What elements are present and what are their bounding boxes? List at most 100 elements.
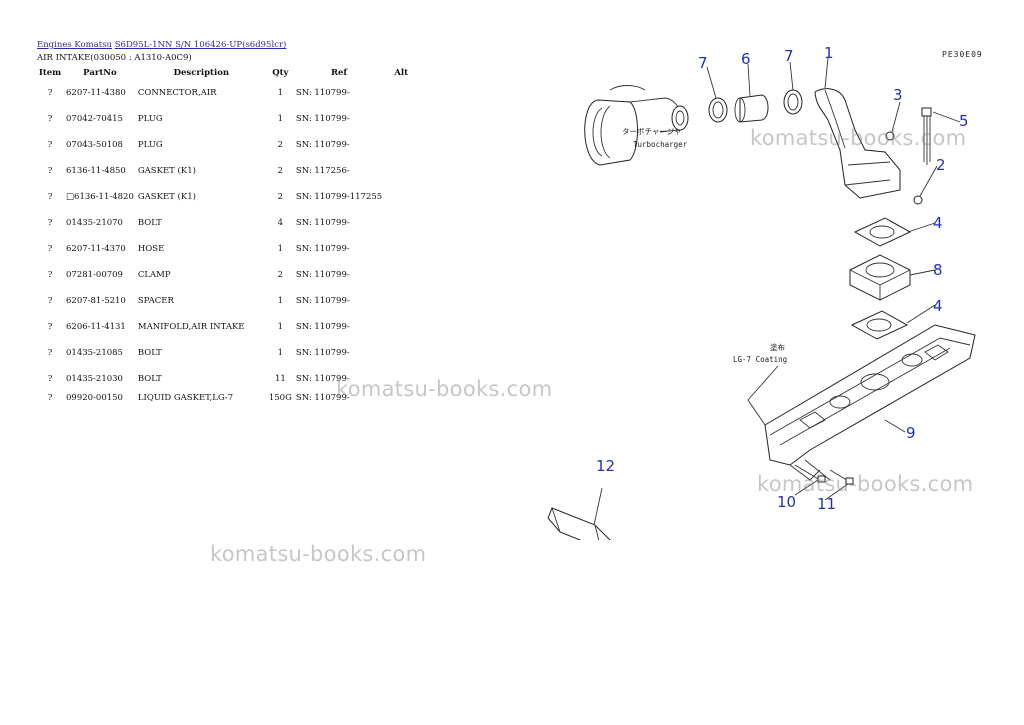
cell-alt	[384, 132, 418, 158]
cell-qty: 2	[277, 270, 284, 280]
cell-description: PLUG	[137, 114, 163, 124]
table-row: ? 6207-81-5210 SPACER 1 SN: 110799-	[36, 288, 418, 314]
clamp-left-drawing	[708, 97, 728, 123]
callout-11: 11	[817, 495, 836, 513]
table-row: ? 6207-11-4370 HOSE 1 SN: 110799-	[36, 236, 418, 262]
table-row: ? 09920-00150 LIQUID GASKET,LG-7 150G SN…	[36, 392, 418, 409]
table-row: ? 6207-11-4380 CONNECTOR,AIR 1 SN: 11079…	[36, 80, 418, 106]
cell-alt	[384, 288, 418, 314]
table-row: ? 01435-21070 BOLT 4 SN: 110799-	[36, 210, 418, 236]
cell-qty: 1	[277, 296, 284, 306]
table-row: ? 01435-21085 BOLT 1 SN: 110799-	[36, 340, 418, 366]
cell-ref: SN: 117256-	[295, 166, 350, 176]
callout-5: 5	[959, 112, 969, 130]
cell-description: LIQUID GASKET,LG-7	[137, 393, 234, 403]
cell-ref: SN: 110799-	[295, 270, 350, 280]
gasket-bottom-drawing	[850, 310, 909, 340]
turbocharger-drawing	[584, 85, 689, 166]
cell-part-no: 01435-21030	[66, 374, 123, 384]
header-part-no: PartNo	[83, 68, 117, 78]
watermark: komatsu-books.com	[210, 542, 427, 566]
cell-description: CONNECTOR,AIR	[137, 88, 217, 98]
cell-description: GASKET (K1)	[137, 166, 196, 176]
cell-part-no: 07281-00709	[66, 270, 123, 280]
cell-alt	[384, 106, 418, 132]
cell-alt	[384, 158, 418, 184]
cell-part-no: 6206-11-4131	[66, 322, 126, 332]
cell-alt	[384, 210, 418, 236]
clamp-right-drawing	[783, 89, 803, 115]
cell-part-no: 6207-81-5210	[66, 296, 126, 306]
section-title: AIR INTAKE(030050 : A1310-A0C9)	[37, 53, 192, 63]
callout-2: 2	[936, 156, 946, 174]
cell-part-no: 09920-00150	[66, 393, 123, 403]
cell-alt	[384, 236, 418, 262]
cell-qty: 4	[277, 218, 284, 228]
header-alt: Alt	[394, 68, 409, 78]
table-row: ? 6136-11-4850 GASKET (K1) 2 SN: 117256-	[36, 158, 418, 184]
cell-ref: SN: 110799-	[295, 218, 350, 228]
header-ref: Ref	[330, 68, 348, 78]
cell-alt	[384, 80, 418, 106]
watermark: komatsu-books.com	[750, 126, 967, 150]
cell-item: ?	[47, 374, 53, 384]
cell-part-no: □6136-11-4820	[66, 192, 134, 202]
cell-part-no: 01435-21070	[66, 218, 123, 228]
cell-qty: 2	[277, 140, 284, 150]
breadcrumb-link-model[interactable]: S6D95L-1NN S/N 106426-UP(s6d95lcr)	[114, 40, 287, 50]
cell-ref: SN: 110799-	[295, 322, 350, 332]
cell-ref: SN: 110799-	[295, 393, 350, 403]
gasket-top-drawing	[853, 217, 912, 247]
table-row: ? 07043-50108 PLUG 2 SN: 110799-	[36, 132, 418, 158]
cell-qty: 1	[277, 244, 284, 254]
cell-item: ?	[47, 348, 53, 358]
cell-item: ?	[47, 322, 53, 332]
callout-10: 10	[777, 493, 796, 511]
cell-part-no: 07043-50108	[66, 140, 123, 150]
callout-4-top: 4	[933, 214, 943, 232]
table-row: ? □6136-11-4820 GASKET (K1) 2 SN: 110799…	[36, 184, 418, 210]
cell-ref: SN: 110799-	[295, 88, 350, 98]
intake-manifold-drawing	[764, 324, 976, 481]
cell-item: ?	[47, 140, 53, 150]
table-row: ? 01435-21030 BOLT 11 SN: 110799-	[36, 366, 418, 392]
leader-lines	[593, 57, 961, 526]
table-header-row: Item PartNo Description Qty Ref Alt	[36, 66, 418, 80]
coating-label: LG-7 Coating	[733, 355, 787, 364]
bolt-top-drawing	[921, 107, 932, 165]
cell-alt	[384, 314, 418, 340]
callout-4-bottom: 4	[933, 297, 943, 315]
cell-description: PLUG	[137, 140, 163, 150]
cell-item: ?	[47, 218, 53, 228]
watermark: komatsu-books.com	[757, 472, 974, 496]
cell-ref: SN: 110799-	[295, 244, 350, 254]
watermark: komatsu-books.com	[336, 377, 553, 401]
header-qty: Qty	[272, 68, 289, 78]
spacer-drawing	[849, 254, 911, 301]
cell-ref: SN: 110799-117255	[295, 192, 383, 202]
coating-label-jp: 塗布	[770, 342, 785, 352]
cell-description: HOSE	[137, 244, 165, 254]
cell-part-no: 6207-11-4380	[66, 88, 126, 98]
cell-qty: 11	[274, 374, 286, 384]
callout-7-right: 7	[784, 47, 794, 65]
cell-qty: 2	[277, 166, 284, 176]
breadcrumb-link-engines[interactable]: Engines Komatsu	[37, 40, 113, 50]
cell-ref: SN: 110799-	[295, 114, 350, 124]
cell-alt	[384, 340, 418, 366]
callout-7-left: 7	[698, 54, 708, 72]
header-item: Item	[38, 68, 62, 78]
cell-qty: 1	[277, 348, 284, 358]
hose-drawing	[734, 94, 769, 123]
cell-item: ?	[47, 270, 53, 280]
cell-item: ?	[47, 296, 53, 306]
table-row: ? 07281-00709 CLAMP 2 SN: 110799-	[36, 262, 418, 288]
cell-description: GASKET (K1)	[137, 192, 196, 202]
cell-description: CLAMP	[137, 270, 171, 280]
cell-alt	[384, 184, 418, 210]
breadcrumb: Engines Komatsu S6D95L-1NN S/N 106426-UP…	[37, 40, 286, 50]
table-row: ? 6206-11-4131 MANIFOLD,AIR INTAKE 1 SN:…	[36, 314, 418, 340]
cell-part-no: 07042-70415	[66, 114, 123, 124]
cell-qty: 1	[277, 322, 284, 332]
callout-9: 9	[906, 424, 916, 442]
